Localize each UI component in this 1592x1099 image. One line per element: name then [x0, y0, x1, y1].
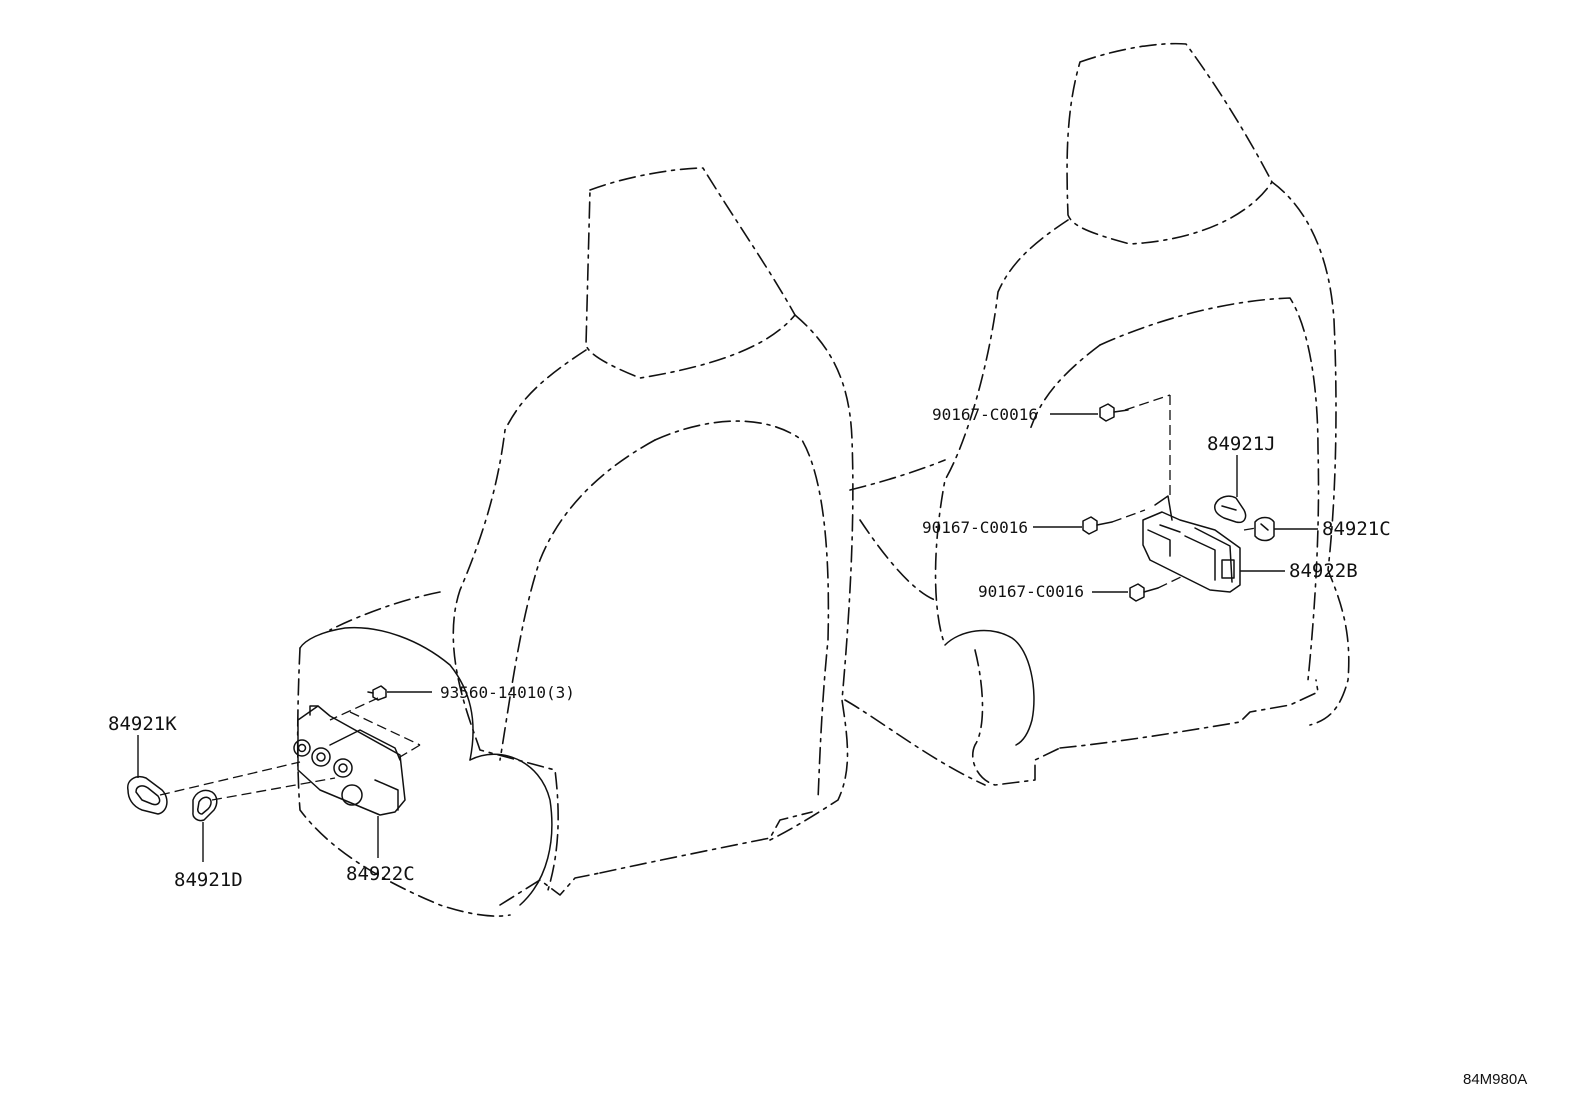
right-knob-j	[1214, 495, 1247, 524]
right-screw-bottom	[1129, 583, 1159, 602]
left-knob-k	[127, 776, 168, 815]
label-right-switch: 84922B	[1289, 560, 1358, 582]
right-screw-top	[1099, 403, 1129, 422]
left-bolt	[367, 685, 387, 701]
right-screw-mid	[1082, 516, 1113, 535]
right-knob-c	[1254, 516, 1275, 542]
label-right-screw-mid: 90167-C0016	[922, 518, 1028, 537]
diagram-code: 84M980A	[1463, 1071, 1527, 1088]
left-seat-switch-assembly	[293, 705, 406, 816]
label-right-knob-j: 84921J	[1207, 433, 1276, 455]
label-right-screw-bottom: 90167-C0016	[978, 582, 1084, 601]
left-knob-d	[192, 789, 218, 822]
label-left-knob-k: 84921K	[108, 713, 177, 735]
label-right-screw-top: 90167-C0016	[932, 405, 1038, 424]
label-left-knob-d: 84921D	[174, 869, 243, 891]
label-right-knob-c: 84921C	[1322, 518, 1391, 540]
right-seat-switch-assembly	[1142, 495, 1241, 593]
label-left-bolt: 93560-14010(3)	[440, 683, 575, 702]
right-seat	[844, 42, 1350, 786]
label-left-switch: 84922C	[346, 863, 415, 885]
